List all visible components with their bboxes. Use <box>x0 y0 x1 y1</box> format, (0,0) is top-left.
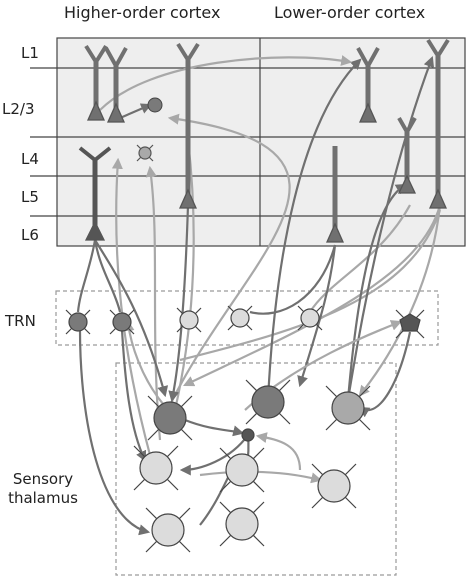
axon-lo-l5-to-ho-thalamus <box>183 204 442 387</box>
thalamus-neuron-light-3 <box>311 463 357 509</box>
thalamus-neuron-light-4 <box>145 507 191 553</box>
layer-label-l1: L1 <box>21 44 39 62</box>
thalamus-neurons <box>133 379 371 553</box>
stellate-neuron-ho-l4 <box>136 144 154 162</box>
pyramidal-neuron-ho-l23-b <box>104 47 128 123</box>
axon-thalamus-to-lo-l1 <box>266 58 362 401</box>
trn-neuron-5 <box>297 305 323 331</box>
axon-thalamus-local <box>199 470 323 484</box>
layer-label-l5: L5 <box>21 188 39 206</box>
axon-ho-l6-to-trn-b <box>93 239 122 313</box>
pyramidal-neuron-lo-l23 <box>356 47 380 123</box>
axon-ho-l6-to-trn <box>76 239 97 313</box>
sensory-thalamus-line1: Sensory <box>12 470 74 488</box>
axon-interneuron-c <box>255 432 302 471</box>
cortex-panel-background <box>56 37 466 247</box>
axon-thalamus-to-ho-l4b <box>145 165 162 441</box>
thalamus-neuron-ho-relay <box>147 395 193 441</box>
axon-thalamus-to-trn-a <box>123 319 171 413</box>
axon-l23-local <box>119 103 153 120</box>
pyramidal-neuron-lo-l5 <box>426 38 450 209</box>
trn-box <box>55 290 439 346</box>
axon-thalamus-to-ho-l23 <box>167 113 291 406</box>
axon-thalamus-to-lo-l1b <box>346 55 435 401</box>
axon-lo-l6-to-thalamus <box>297 244 337 388</box>
thalamus-interneuron <box>241 428 255 442</box>
pyramidal-neuron-ho-l6 <box>78 146 112 241</box>
layer-label-l6: L6 <box>21 226 39 244</box>
trn-label: TRN <box>5 312 36 330</box>
higher-order-cortex-title: Higher-order cortex <box>64 3 221 22</box>
trn-neuron-4 <box>227 305 253 331</box>
pyramidal-neuron-lo-l4 <box>397 117 417 194</box>
thalamus-box <box>115 362 397 576</box>
sensory-thalamus-line2: thalamus <box>8 489 78 507</box>
axon-thalamus-to-ho-l5 <box>173 139 195 411</box>
axon-thalamus-to-lo-l4 <box>346 183 407 401</box>
trn-neuron-3 <box>176 307 202 333</box>
thalamus-neuron-lo-relay-b <box>325 385 371 431</box>
axon-interneuron-d <box>184 418 245 437</box>
lower-order-cortex-title: Lower-order cortex <box>274 3 426 22</box>
cortex-panel <box>30 37 466 247</box>
sensory-thalamus-label: Sensory thalamus <box>3 470 83 508</box>
trn-neuron-2 <box>109 309 135 335</box>
axon-ho-l23-to-lo-l1 <box>99 55 353 111</box>
axon-ho-l6-to-thalamus <box>94 239 169 398</box>
axon-lo-l5-to-trn <box>309 204 411 313</box>
axon-trn-to-thalamus-a <box>78 329 151 536</box>
axon-trn-to-thalamus-b <box>120 329 146 462</box>
pyramidal-neuron-ho-l5 <box>176 42 200 209</box>
trn-neurons <box>65 305 425 339</box>
axon-lo-l5-to-trn-b <box>179 209 442 362</box>
thalamus-neuron-lo-relay-a <box>245 379 291 425</box>
layer-label-l2-3: L2/3 <box>2 100 35 118</box>
interneuron-ho-l23 <box>147 97 163 113</box>
axon-interneuron-a <box>179 434 249 476</box>
thalamus-neuron-light-2 <box>219 447 265 493</box>
axon-lo-l6-to-trn <box>249 244 337 315</box>
trn-neuron-1 <box>65 309 91 335</box>
pyramidal-neuron-lo-l6 <box>325 146 345 243</box>
pyramidal-neuron-ho-l23-a <box>84 44 108 121</box>
axon-trn-to-thalamus-c <box>358 331 412 418</box>
thalamus-neuron-light-5 <box>219 501 265 547</box>
trn-neuron-6 <box>395 309 425 339</box>
thalamus-neuron-light-1 <box>133 445 179 491</box>
layer-label-l4: L4 <box>21 150 39 168</box>
pyramidal-neurons <box>78 38 450 243</box>
